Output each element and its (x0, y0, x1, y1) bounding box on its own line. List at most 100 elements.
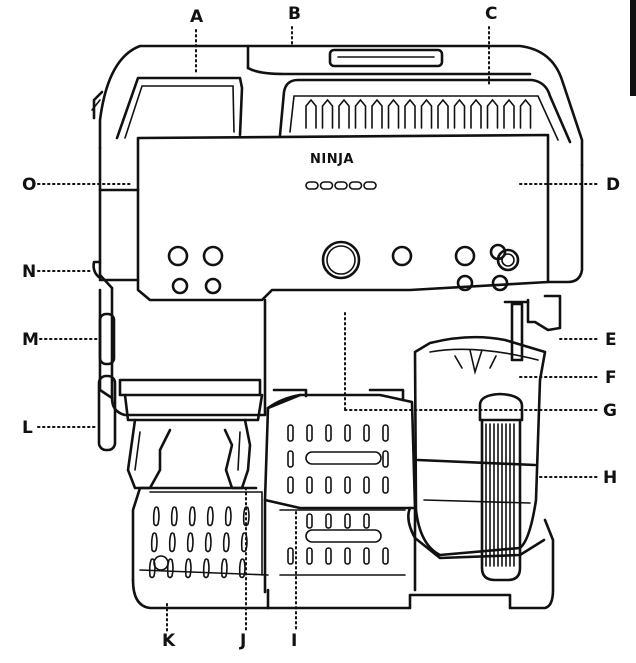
lower-grate-slot (287, 547, 294, 565)
callout-label-d: D (606, 175, 620, 195)
frother-dial (496, 248, 520, 272)
carafe (407, 335, 547, 560)
page-edge-tab (630, 0, 636, 96)
brew-dial-ring (326, 245, 356, 275)
indicator-light (348, 181, 363, 190)
cup-platform-slot-wide (305, 451, 382, 465)
drip-tray-fin (371, 98, 383, 129)
drip-tray-top (278, 78, 572, 144)
drip-tray-fin (387, 98, 400, 129)
drip-slot (150, 532, 158, 553)
cup-platform-slot (363, 476, 370, 494)
drip-slot (224, 506, 232, 527)
drip-slot (220, 558, 228, 579)
control-button (391, 245, 413, 267)
control-button (204, 277, 222, 295)
callout-label-b: B (288, 4, 301, 24)
cup-platform-slot (382, 424, 389, 442)
cup-platform-slot (325, 424, 332, 442)
lower-grate-slot (344, 513, 351, 529)
drip-slot (184, 558, 192, 579)
callout-label-h: H (603, 468, 617, 488)
control-button (456, 274, 474, 292)
control-button (454, 245, 476, 267)
carafe-spout-mark (469, 349, 483, 376)
drip-slot (186, 532, 194, 553)
drip-slot (202, 558, 210, 579)
drip-slot (238, 558, 246, 579)
lower-grate-slot (344, 547, 351, 565)
drip-slot (170, 506, 178, 527)
drip-slot (188, 506, 196, 527)
drip-tray-fin (453, 98, 466, 129)
cup-platform (263, 388, 417, 594)
cup-platform-slot (363, 424, 370, 442)
callout-label-a: A (190, 7, 204, 27)
control-button (167, 245, 189, 267)
drip-slot (242, 506, 250, 527)
drip-slot (148, 558, 156, 579)
brew-group-head (118, 378, 264, 490)
drip-tray-fin (503, 98, 515, 129)
drip-tray-fin (321, 98, 334, 129)
callout-label-l: L (22, 418, 33, 438)
brand-logo: NINJA (310, 152, 354, 167)
drip-tray-fin (420, 98, 433, 129)
callout-label-j: J (239, 631, 246, 651)
cup-platform-slot (382, 476, 389, 494)
frother-dial-inner (501, 253, 515, 267)
drip-slot (222, 532, 230, 553)
drip-tray-fin (470, 98, 482, 129)
callout-label-n: N (22, 262, 36, 282)
callout-label-m: M (22, 330, 39, 350)
cup-platform-slot (306, 476, 313, 494)
callout-label-k: K (162, 631, 176, 651)
control-button (491, 274, 509, 292)
handle-lid (328, 48, 444, 68)
cup-platform-slot (382, 450, 389, 468)
indicator-light (319, 181, 334, 190)
callout-label-c: C (485, 4, 497, 24)
water-reservoir-lid (115, 76, 244, 140)
cup-platform-slot (344, 476, 351, 494)
drip-tray-fin (404, 98, 416, 129)
carafe-mark (454, 355, 463, 369)
carafe-mark (489, 355, 497, 369)
indicator-light (363, 181, 377, 190)
callout-label-o: O (22, 175, 36, 195)
lower-grate-slot (325, 547, 332, 565)
brew-dial (321, 240, 361, 280)
drip-tray-fin (437, 98, 449, 129)
drip-slot (204, 532, 212, 553)
lower-grate-slot (382, 547, 389, 565)
lower-grate-slot (306, 513, 313, 529)
drip-slot (166, 558, 174, 579)
machine-top-housing (91, 44, 584, 290)
indicator-light (334, 181, 348, 190)
callout-label-e: E (605, 330, 617, 350)
drip-tray-fin (305, 98, 317, 129)
carafe-handle (478, 392, 524, 582)
side-knobs (92, 260, 117, 452)
cup-platform-slot (344, 424, 351, 442)
drip-tray-fin (486, 98, 499, 129)
cup-platform-slot (287, 476, 294, 494)
drip-slot (152, 506, 160, 527)
lower-grate-slot (363, 547, 370, 565)
control-button (171, 277, 189, 295)
drip-slot (168, 532, 176, 553)
lower-grate (279, 509, 406, 576)
indicator-light (305, 181, 319, 190)
cup-platform-slot (306, 424, 313, 442)
lower-grate-slot-wide (305, 529, 382, 543)
lower-grate-slot (325, 513, 332, 529)
cup-platform-slot (287, 450, 294, 468)
drip-float-indicator (153, 555, 169, 571)
callout-label-g: G (603, 401, 617, 421)
lower-grate-slot (363, 513, 370, 529)
frother-wand (503, 294, 562, 362)
drip-tray-fin (519, 98, 532, 129)
drip-tray-fin (338, 98, 350, 129)
